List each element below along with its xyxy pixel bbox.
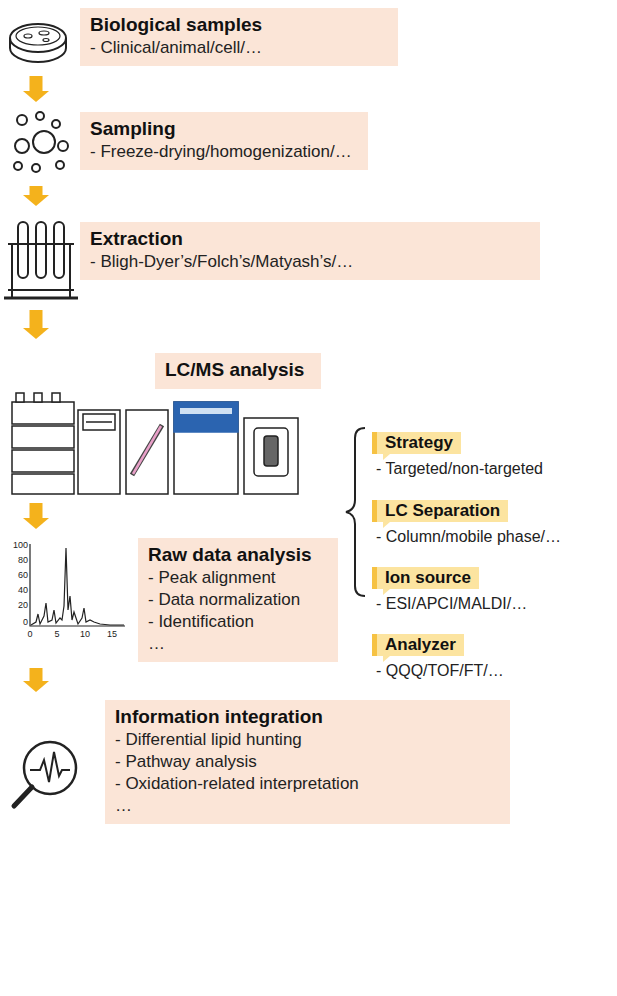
axis-tick-label: 0 bbox=[23, 617, 28, 627]
bubbles-icon bbox=[14, 112, 68, 172]
flow-arrow bbox=[23, 186, 49, 206]
box-fill: LC/MS analysis bbox=[155, 353, 321, 389]
axis-tick-label: 40 bbox=[18, 585, 28, 595]
box-fill: Information integration- Differential li… bbox=[105, 700, 510, 824]
process-box: LC/MS analysis bbox=[8, 345, 321, 497]
box-heading: Information integration bbox=[115, 705, 498, 729]
box-heading: Raw data analysis bbox=[148, 543, 326, 567]
axis-tick-label: 80 bbox=[18, 555, 28, 565]
axis-tick-label: 60 bbox=[18, 570, 28, 580]
test-tube-rack-icon bbox=[4, 222, 78, 298]
box-fill: Biological samples- Clinical/animal/cell… bbox=[80, 8, 398, 66]
box-text: - Targeted/non-targeted bbox=[372, 458, 545, 479]
box-text: - Pathway analysis bbox=[115, 751, 498, 773]
box-heading: Sampling bbox=[90, 117, 356, 141]
box-text: - Identification bbox=[148, 611, 326, 633]
flow-arrow bbox=[23, 503, 49, 529]
axis-tick-label: 5 bbox=[54, 629, 59, 639]
box-heading: LC Separation bbox=[372, 500, 508, 522]
bracket bbox=[346, 428, 365, 596]
box-text: - Column/mobile phase/… bbox=[372, 526, 563, 547]
process-box: Raw data analysis- Peak alignment- Data … bbox=[8, 535, 338, 662]
lc-ms-instruments-icon bbox=[12, 393, 298, 494]
category-tag: Strategy - Targeted/non-targeted bbox=[372, 432, 545, 479]
box-fill: Raw data analysis- Peak alignment- Data … bbox=[138, 538, 338, 662]
box-text: … bbox=[148, 633, 326, 655]
box-text: - Freeze-drying/homogenization/… bbox=[90, 141, 356, 163]
axis-tick-label: 15 bbox=[107, 629, 117, 639]
box-heading: LC/MS analysis bbox=[165, 358, 309, 382]
petri-dish-icon bbox=[10, 24, 66, 62]
category-tag: LC Separation - Column/mobile phase/… bbox=[372, 500, 563, 547]
magnifier-icon bbox=[14, 742, 76, 806]
box-text: … bbox=[115, 795, 498, 817]
category-tag: Ion source - ESI/APCI/MALDI/… bbox=[372, 567, 530, 614]
process-box: Biological samples- Clinical/animal/cell… bbox=[8, 8, 398, 70]
box-heading: Biological samples bbox=[90, 13, 386, 37]
axis-tick-label: 20 bbox=[18, 600, 28, 610]
axis-tick-label: 100 bbox=[13, 540, 28, 550]
box-text: - Clinical/animal/cell/… bbox=[90, 37, 386, 59]
category-tag: Analyzer - QQQ/TOF/FT/… bbox=[372, 634, 506, 681]
box-fill: Extraction- Bligh-Dyer’s/Folch’s/Matyash… bbox=[80, 222, 540, 280]
box-fill: Sampling- Freeze-drying/homogenization/… bbox=[80, 112, 368, 170]
chromatogram-icon bbox=[30, 544, 125, 626]
box-text: - Oxidation-related interpretation bbox=[115, 773, 498, 795]
box-heading: Extraction bbox=[90, 227, 528, 251]
flow-arrow bbox=[23, 668, 49, 692]
box-text: - QQQ/TOF/FT/… bbox=[372, 660, 506, 681]
flow-arrow bbox=[23, 310, 49, 339]
process-box: Sampling- Freeze-drying/homogenization/… bbox=[8, 108, 368, 180]
box-heading: Strategy bbox=[372, 432, 461, 454]
flow-arrow bbox=[23, 76, 49, 102]
box-text: - Bligh-Dyer’s/Folch’s/Matyash’s/… bbox=[90, 251, 528, 273]
box-heading: Analyzer bbox=[372, 634, 464, 656]
box-heading: Ion source bbox=[372, 567, 479, 589]
process-box: Extraction- Bligh-Dyer’s/Folch’s/Matyash… bbox=[4, 212, 540, 304]
box-text: - Peak alignment bbox=[148, 567, 326, 589]
box-text: - Data normalization bbox=[148, 589, 326, 611]
box-text: - Differential lipid hunting bbox=[115, 729, 498, 751]
axis-tick-label: 0 bbox=[27, 629, 32, 639]
process-box: Information integration- Differential li… bbox=[8, 698, 510, 824]
box-text: - ESI/APCI/MALDI/… bbox=[372, 593, 530, 614]
axis-tick-label: 10 bbox=[80, 629, 90, 639]
